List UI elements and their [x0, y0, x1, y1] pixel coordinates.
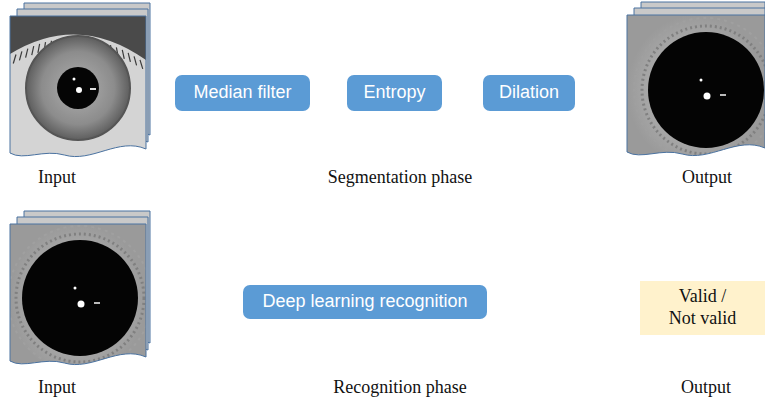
- eyelash: [38, 44, 40, 53]
- output-box: Valid / Not valid: [640, 281, 765, 335]
- iris-texture: [642, 26, 765, 154]
- box-text: Median filter: [193, 82, 291, 104]
- pupil: [22, 240, 138, 356]
- eye-image: [627, 15, 765, 166]
- box-text: Entropy: [363, 82, 425, 104]
- eye-image-stack: [627, 2, 765, 166]
- highlight: [700, 79, 703, 82]
- iris-texture: [10, 224, 146, 375]
- highlight: [704, 93, 711, 100]
- eyelash: [26, 49, 28, 58]
- iris-texture: [8, 226, 152, 370]
- iris-texture: [16, 234, 144, 362]
- eyelash: [140, 60, 143, 69]
- process-box: Dilation: [483, 75, 575, 111]
- highlight: [73, 78, 76, 81]
- eyelash: [122, 50, 124, 59]
- box-text: Dilation: [499, 82, 559, 104]
- process-box: Entropy: [347, 75, 442, 111]
- arrow-shape: [160, 212, 765, 380]
- eye-image: [10, 16, 146, 167]
- highlight: [720, 94, 726, 96]
- image-caption: Output: [682, 167, 732, 189]
- phase-arrow: Segmentation phase Median filter Entropy Di…: [160, 5, 750, 195]
- pupil: [648, 32, 764, 148]
- highlight: [74, 287, 77, 290]
- eye-image-stack: [8, 211, 152, 375]
- image-frame: [10, 16, 146, 157]
- highlight: [94, 302, 100, 304]
- phase-label: Segmentation phase: [328, 167, 472, 189]
- arrow-shape: [160, 5, 750, 195]
- image-caption: Output: [681, 377, 731, 399]
- eye-image: [8, 224, 152, 375]
- process-box: Deep learning recognition: [243, 285, 487, 319]
- image-frame: [10, 224, 146, 365]
- eyelash: [134, 56, 136, 65]
- sclera: [10, 16, 146, 167]
- box-text: Valid / Not valid: [665, 286, 741, 329]
- pupil: [57, 67, 99, 109]
- eyelash: [128, 53, 130, 62]
- highlight: [78, 301, 85, 308]
- box-text: Deep learning recognition: [262, 291, 467, 313]
- eye-image-stack: [10, 3, 150, 167]
- highlight: [90, 88, 96, 90]
- image-caption: Input: [38, 377, 76, 399]
- highlight: [76, 87, 82, 93]
- phase-label: Recognition phase: [333, 377, 466, 399]
- image-frame: [627, 15, 765, 156]
- process-box: Median filter: [175, 75, 310, 111]
- eyelash: [19, 51, 21, 60]
- iris-texture: [634, 18, 765, 162]
- eyelash: [32, 46, 34, 55]
- iris: [26, 36, 130, 140]
- eyelash: [13, 54, 16, 63]
- image-caption: Input: [38, 167, 76, 189]
